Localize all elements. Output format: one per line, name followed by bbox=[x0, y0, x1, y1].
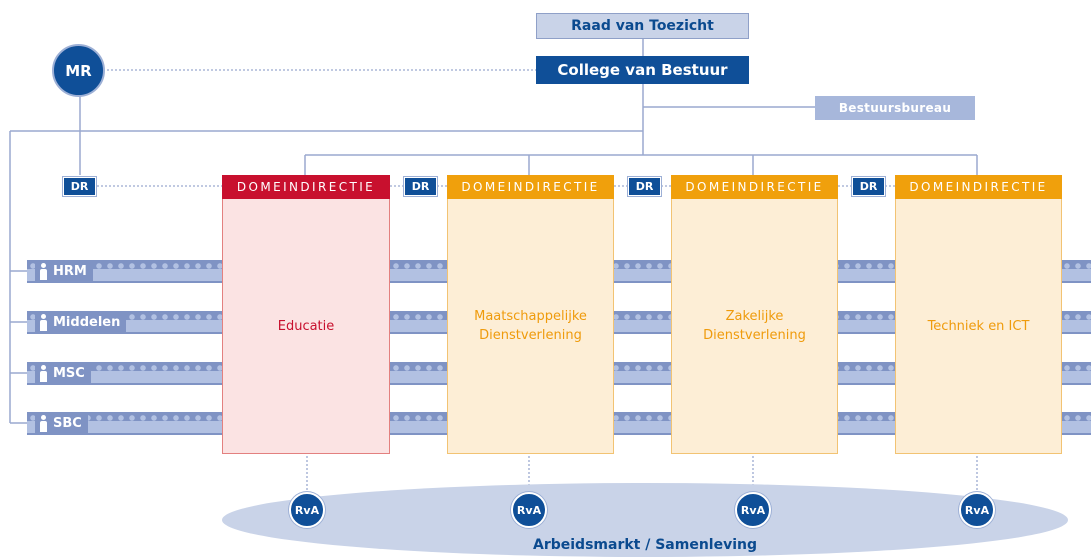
domain-body: Zakelijke Dienstverlening bbox=[671, 199, 838, 454]
domain-header: DOMEINDIRECTIE bbox=[447, 175, 614, 199]
domain-maatschappelijke-dienstverlening: DOMEINDIRECTIE Maatschappelijke Dienstve… bbox=[447, 175, 614, 454]
arbeidsmarkt-label: Arbeidsmarkt / Samenleving bbox=[533, 537, 757, 553]
service-name: MSC bbox=[53, 366, 85, 381]
service-label: HRM bbox=[35, 260, 93, 283]
dr-label: DR bbox=[635, 180, 654, 193]
person-icon bbox=[39, 365, 48, 382]
domain-body: Techniek en ICT bbox=[895, 199, 1062, 454]
rva-circle: RvA bbox=[289, 492, 325, 528]
rva-label: RvA bbox=[964, 503, 990, 517]
dr-badge: DR bbox=[851, 176, 886, 197]
person-icon bbox=[39, 415, 48, 432]
domain-body: Educatie bbox=[222, 199, 390, 454]
rva-circle: RvA bbox=[735, 492, 771, 528]
service-name: SBC bbox=[53, 416, 82, 431]
bestuursbureau-label: Bestuursbureau bbox=[838, 101, 952, 115]
domain-name: Techniek en ICT bbox=[927, 318, 1030, 334]
person-icon bbox=[39, 314, 48, 331]
college-van-bestuur-label: College van Bestuur bbox=[557, 61, 728, 79]
domain-header: DOMEINDIRECTIE bbox=[222, 175, 390, 199]
bestuursbureau-box: Bestuursbureau bbox=[815, 96, 975, 120]
mr-circle: MR bbox=[52, 44, 105, 97]
dr-badge: DR bbox=[403, 176, 438, 197]
rva-label: RvA bbox=[516, 503, 542, 517]
domain-header: DOMEINDIRECTIE bbox=[895, 175, 1062, 199]
service-label: MSC bbox=[35, 362, 91, 385]
rva-label: RvA bbox=[294, 503, 320, 517]
raad-van-toezicht-box: Raad van Toezicht bbox=[536, 13, 749, 39]
rva-circle: RvA bbox=[959, 492, 995, 528]
college-van-bestuur-box: College van Bestuur bbox=[536, 56, 749, 84]
service-name: Middelen bbox=[53, 315, 121, 330]
domain-techniek-en-ict: DOMEINDIRECTIE Techniek en ICT bbox=[895, 175, 1062, 454]
service-label: SBC bbox=[35, 412, 88, 435]
mr-label: MR bbox=[65, 61, 92, 80]
service-name: HRM bbox=[53, 264, 87, 279]
dr-label: DR bbox=[859, 180, 878, 193]
domain-body: Maatschappelijke Dienstverlening bbox=[447, 199, 614, 454]
service-label: Middelen bbox=[35, 311, 127, 334]
domain-header: DOMEINDIRECTIE bbox=[671, 175, 838, 199]
raad-van-toezicht-label: Raad van Toezicht bbox=[571, 18, 714, 34]
person-icon bbox=[39, 263, 48, 280]
dr-label: DR bbox=[411, 180, 430, 193]
domain-zakelijke-dienstverlening: DOMEINDIRECTIE Zakelijke Dienstverlening bbox=[671, 175, 838, 454]
dr-badge: DR bbox=[627, 176, 662, 197]
domain-name: Maatschappelijke Dienstverlening bbox=[474, 309, 587, 343]
dr-badge: DR bbox=[62, 176, 97, 197]
dr-label: DR bbox=[70, 180, 89, 193]
domain-name: Educatie bbox=[277, 318, 335, 334]
domain-educatie: DOMEINDIRECTIE Educatie bbox=[222, 175, 390, 454]
rva-label: RvA bbox=[740, 503, 766, 517]
arbeidsmarkt-ellipse: Arbeidsmarkt / Samenleving bbox=[222, 483, 1068, 557]
rva-circle: RvA bbox=[511, 492, 547, 528]
domain-name: Zakelijke Dienstverlening bbox=[703, 309, 806, 343]
